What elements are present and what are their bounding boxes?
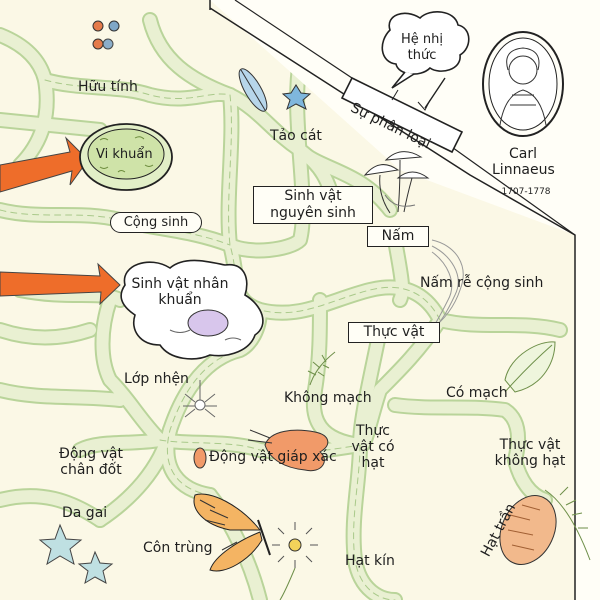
label-dong-vat-chan-dot: Động vật chân đốt <box>59 446 123 478</box>
box-nam: Nấm <box>367 226 429 247</box>
classification-sign <box>340 76 464 154</box>
butterfly-icon <box>193 493 271 572</box>
linnaeus-region <box>210 0 600 600</box>
label-thuc-vat-co-hat: Thực vật có hạt <box>351 423 395 471</box>
label-linnaeus-years: 1707-1778 <box>501 187 551 197</box>
spider-icon <box>183 380 217 418</box>
orange-arrow <box>0 136 89 193</box>
portrait-medallion-icon <box>482 31 564 137</box>
label-thuc-vat-khong-hat: Thực vật không hạt <box>494 437 566 469</box>
label-vi-khuan: Vi khuẩn <box>96 147 153 162</box>
fern-sprig-icon <box>307 351 336 386</box>
label-linnaeus: Carl Linnaeus <box>492 146 555 178</box>
leaf-icon <box>504 341 556 393</box>
gamete-dots-icon <box>92 20 120 50</box>
label-tao-cat: Tảo cát <box>270 128 322 144</box>
label-sinh-vat-nhan-khuan: Sinh vật nhân khuẩn <box>131 276 229 308</box>
box-thuc-vat: Thực vật <box>348 322 440 343</box>
bacteria-petri-icon <box>79 123 173 191</box>
label-co-mach: Có mạch <box>446 385 508 401</box>
label-he-nhi-thuc: Hệ nhị thức <box>401 32 443 63</box>
cell-icon <box>120 259 264 360</box>
shrimp-icon <box>193 429 329 472</box>
label-huu-tinh: Hữu tính <box>78 79 138 95</box>
label-khong-mach: Không mạch <box>284 390 372 406</box>
label-con-trung: Côn trùng <box>143 540 213 556</box>
thought-bubble <box>381 11 470 89</box>
label-dong-vat-giap-xac: Động vật giáp xác <box>209 449 337 465</box>
box-cong-sinh: Cộng sinh <box>110 212 202 233</box>
label-hat-kin: Hạt kín <box>345 553 395 569</box>
diatom-icon <box>238 68 312 112</box>
orange-arrow <box>0 262 121 306</box>
starfish-icon <box>38 523 114 585</box>
divider-line <box>209 0 576 600</box>
mushroom-icon <box>363 151 430 214</box>
pinecone-icon <box>499 486 591 565</box>
daisy-icon <box>272 522 318 600</box>
label-da-gai: Da gai <box>62 505 108 521</box>
label-nam-re-cong-sinh: Nấm rễ cộng sinh <box>420 275 544 291</box>
label-lop-nhen: Lớp nhện <box>124 371 189 387</box>
box-sinh-vat-nguyen-sinh: Sinh vật nguyên sinh <box>253 186 373 224</box>
